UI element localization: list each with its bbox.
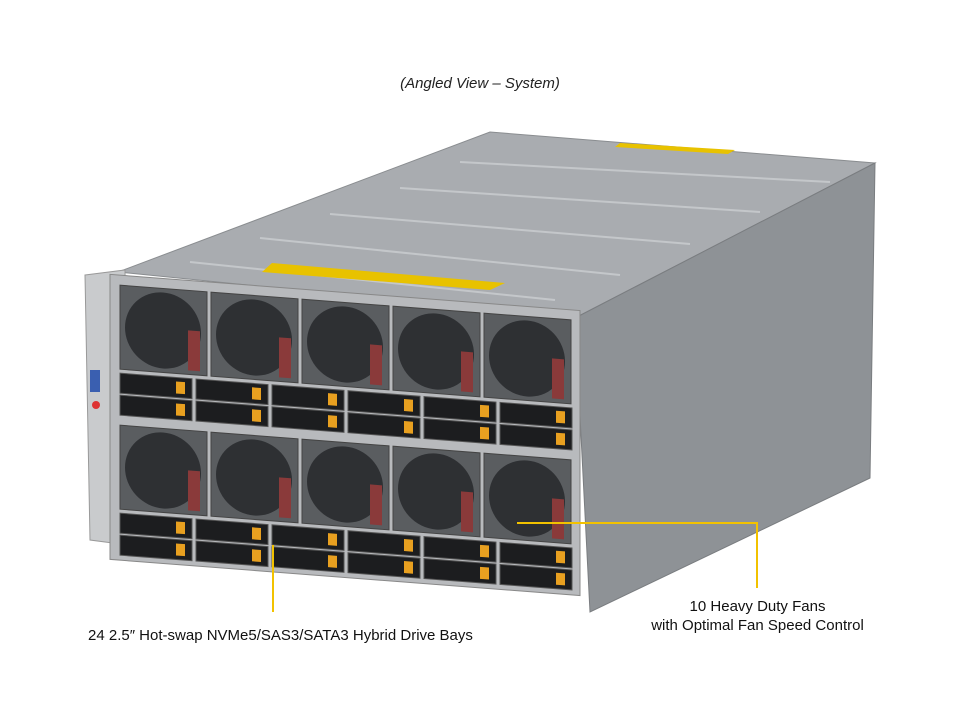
fans-caption: 10 Heavy Duty Fans with Optimal Fan Spee… xyxy=(630,597,885,635)
fan-callout-line xyxy=(517,522,758,588)
fan-module[interactable] xyxy=(210,291,299,384)
drive-bay[interactable] xyxy=(195,378,269,406)
drive-bay[interactable] xyxy=(195,540,269,568)
drive-latch xyxy=(328,533,337,546)
fan-grille xyxy=(216,439,292,516)
fan-handle xyxy=(552,358,564,400)
drive-latch xyxy=(328,555,337,568)
drive-bay[interactable] xyxy=(423,536,497,563)
drive-latch xyxy=(252,387,261,401)
fan-grille xyxy=(216,299,292,376)
drive-latch xyxy=(176,403,185,417)
fan-grille xyxy=(489,460,565,537)
fan-handle xyxy=(279,337,291,379)
drive-bay[interactable] xyxy=(347,530,421,557)
drive-latch xyxy=(404,399,413,412)
top-ridges xyxy=(189,161,831,301)
drive-latch xyxy=(404,421,413,434)
fan-module[interactable] xyxy=(119,284,208,377)
vga-port xyxy=(90,370,100,392)
fan-handle xyxy=(370,484,382,526)
drive-bay[interactable] xyxy=(347,390,421,417)
drive-bay[interactable] xyxy=(119,372,193,400)
front-panel xyxy=(109,273,581,597)
drive-bay[interactable] xyxy=(499,401,573,429)
drive-bay[interactable] xyxy=(195,518,269,546)
drive-bay[interactable] xyxy=(423,418,497,445)
drive-bay[interactable] xyxy=(271,406,345,433)
drive-bay[interactable] xyxy=(423,558,497,585)
drive-bay[interactable] xyxy=(271,524,345,551)
drive-latch xyxy=(556,572,565,586)
fan-module[interactable] xyxy=(301,298,390,391)
drive-latch xyxy=(556,410,565,424)
fans-caption-line1: 10 Heavy Duty Fans xyxy=(689,598,826,615)
fan-handle xyxy=(461,491,473,533)
drive-bays-caption: 24 2.5″ Hot-swap NVMe5/SAS3/SATA3 Hybrid… xyxy=(88,627,473,644)
drive-latch xyxy=(556,432,565,446)
drive-latch xyxy=(328,415,337,428)
fan-module[interactable] xyxy=(483,312,572,405)
drive-bay[interactable] xyxy=(119,512,193,540)
fans-caption-line2: with Optimal Fan Speed Control xyxy=(651,617,864,634)
fan-handle xyxy=(188,330,200,372)
chassis-side xyxy=(574,162,876,613)
drive-latch xyxy=(328,393,337,406)
drive-latch xyxy=(176,521,185,535)
drive-latch xyxy=(252,527,261,541)
view-title: (Angled View – System) xyxy=(400,75,560,92)
drive-latch xyxy=(404,561,413,574)
fan-grille xyxy=(125,432,201,509)
drive-bay[interactable] xyxy=(195,400,269,428)
drive-bay[interactable] xyxy=(499,563,573,591)
fan-handle xyxy=(188,470,200,512)
fan-module[interactable] xyxy=(392,305,481,398)
drive-bay[interactable] xyxy=(119,534,193,562)
warning-label xyxy=(615,143,735,154)
fan-handle xyxy=(370,344,382,386)
fan-module[interactable] xyxy=(119,424,208,517)
fan-module[interactable] xyxy=(301,438,390,531)
drive-latch xyxy=(480,544,489,558)
fan-grille xyxy=(398,453,474,530)
fan-grille xyxy=(307,446,383,523)
drive-bay[interactable] xyxy=(347,552,421,579)
drive-latch xyxy=(480,566,489,580)
fan-handle xyxy=(552,498,564,540)
drive-latch xyxy=(480,404,489,418)
power-button[interactable] xyxy=(92,401,100,409)
drive-latch xyxy=(480,426,489,440)
fan-module[interactable] xyxy=(210,431,299,524)
fan-grille xyxy=(398,313,474,390)
drive-latch xyxy=(404,539,413,552)
fan-module[interactable] xyxy=(483,452,572,545)
drive-latch xyxy=(176,381,185,395)
drive-latch xyxy=(556,550,565,564)
fan-grille xyxy=(489,320,565,397)
fan-handle xyxy=(461,351,473,393)
drive-bay[interactable] xyxy=(119,394,193,422)
drive-bay[interactable] xyxy=(499,541,573,569)
fan-grille xyxy=(307,306,383,383)
fan-grille xyxy=(125,292,201,369)
warning-label xyxy=(262,263,505,290)
fan-handle xyxy=(279,477,291,519)
drive-bay[interactable] xyxy=(271,384,345,411)
drive-latch xyxy=(252,549,261,563)
drive-bay[interactable] xyxy=(423,396,497,423)
drive-latch xyxy=(176,543,185,557)
drive-bay[interactable] xyxy=(499,423,573,451)
drive-latch xyxy=(252,409,261,423)
fan-module[interactable] xyxy=(392,445,481,538)
drive-bay[interactable] xyxy=(347,412,421,439)
